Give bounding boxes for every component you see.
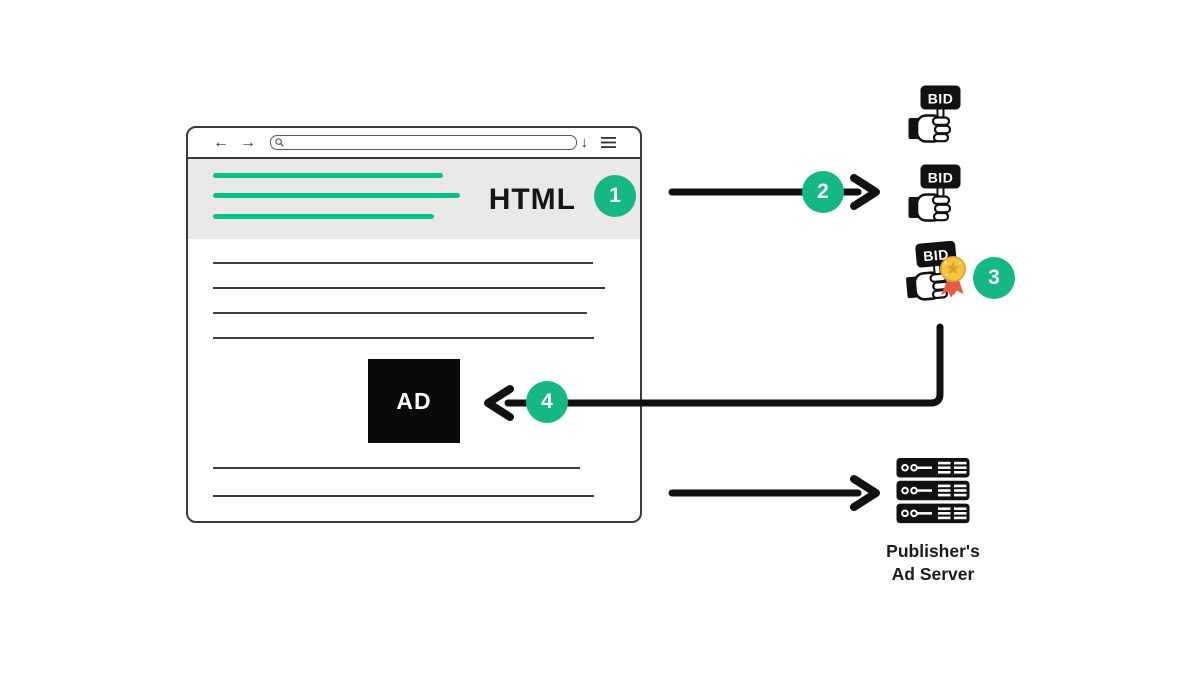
search-icon [275,138,284,147]
placeholder-text-line [213,337,594,339]
arrowhead-right [850,174,880,210]
step-badge-1: 1 [594,175,636,217]
placeholder-text-line [213,495,594,497]
placeholder-text-line [213,262,593,264]
forward-icon[interactable]: → [240,133,256,151]
publisher-label-line2: Ad Server [891,564,975,584]
download-icon[interactable]: ↓ [580,134,589,151]
placeholder-text-line [213,173,443,178]
bid-sign-label: BID [928,91,954,107]
step-badge-3: 3 [973,257,1015,299]
bidder-paddle-icon: BID [908,85,961,143]
placeholder-text-line [213,214,434,219]
bid-sign-label: BID [923,246,950,264]
placeholder-text-line [213,467,580,469]
placeholder-text-line [213,312,587,314]
page-header: HTML [188,159,640,239]
publisher-label-line1: Publisher's [886,541,980,561]
winner-medal-icon [940,256,966,298]
address-bar[interactable] [270,135,577,150]
placeholder-text-line [213,193,460,198]
ad-server-icon [896,458,970,524]
bid-sign-label: BID [928,170,954,186]
step-badge-4: 4 [526,381,568,423]
browser-window: ← → ↓ HTML [186,126,642,523]
back-icon[interactable]: ← [213,133,229,151]
publisher-ad-server-label: Publisher's Ad Server [843,540,1023,586]
bidder-paddle-icon: BID [908,164,961,222]
step-badge-2: 2 [802,171,844,213]
placeholder-text-line [213,287,605,289]
html-label: HTML [488,183,576,216]
ad-slot: AD [368,359,460,443]
browser-toolbar: ← → ↓ [188,128,640,159]
arrowhead-right [850,475,880,511]
menu-icon[interactable] [601,137,616,148]
ad-label: AD [396,387,432,414]
